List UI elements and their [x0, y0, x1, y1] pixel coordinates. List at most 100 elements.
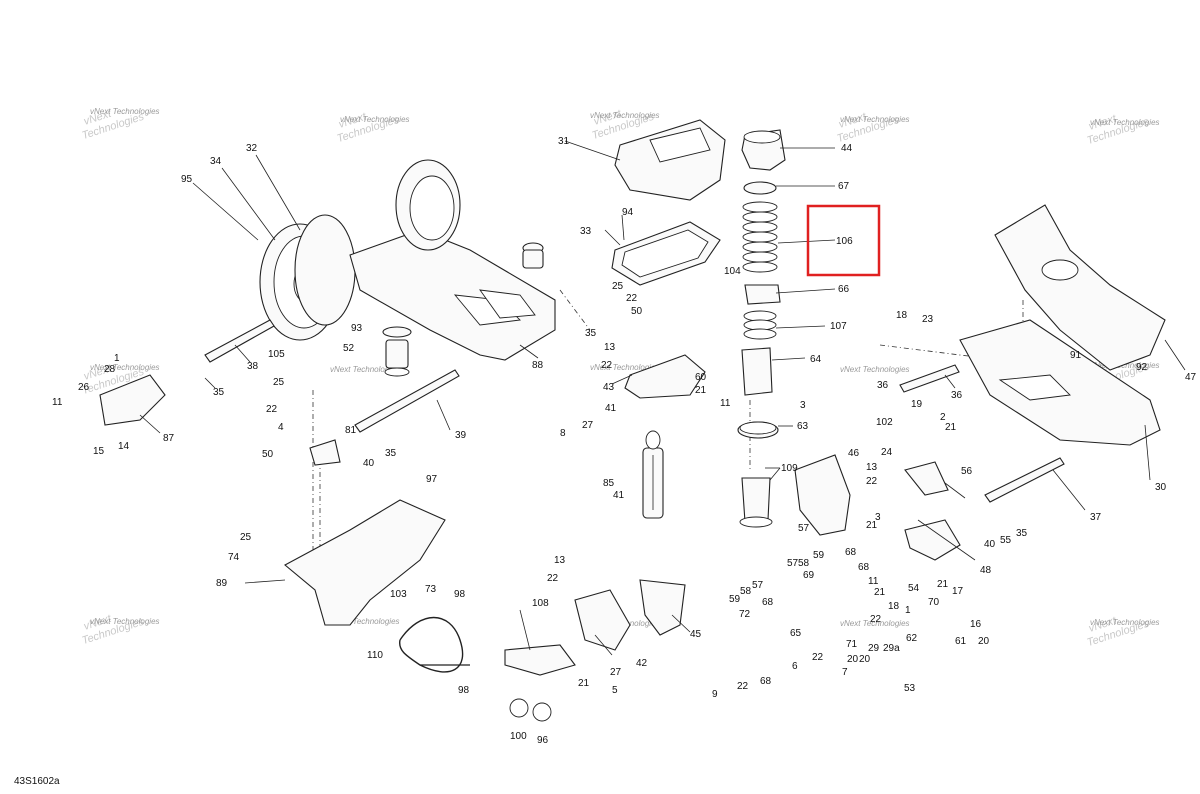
part-label: 98 — [454, 589, 466, 600]
part-label: 92 — [1136, 362, 1148, 373]
part-label: 21 — [578, 678, 590, 689]
part-label: 20 — [847, 654, 859, 665]
part-label: 17 — [952, 586, 964, 597]
part-label: 50 — [631, 306, 643, 317]
watermark-small: vNext Technologies — [90, 617, 160, 626]
reservoir-cap — [614, 119, 726, 201]
watermark-small: vNext Technologies — [1090, 361, 1160, 370]
gasket — [611, 221, 721, 286]
part-label: 54 — [908, 583, 920, 594]
part-label: 63 — [797, 421, 809, 432]
spring-106 — [742, 201, 778, 273]
part-label: 19 — [911, 399, 923, 410]
part-label: 40 — [363, 458, 375, 469]
part-label: 41 — [605, 403, 617, 414]
part-label: 50 — [262, 449, 274, 460]
bracket-48 — [904, 519, 961, 561]
spring-assembly — [737, 129, 786, 528]
watermark: vNext Technologies — [81, 107, 146, 142]
part-label: 21 — [874, 587, 886, 598]
left-hub — [99, 374, 166, 426]
part-label: 36 — [951, 390, 963, 401]
axle-38 — [204, 319, 275, 363]
wire-harness — [398, 616, 470, 673]
part-label: 3 — [875, 512, 881, 523]
part-label: 13 — [866, 462, 878, 473]
part-label: 25 — [273, 377, 285, 388]
part-label: 24 — [881, 447, 893, 458]
part-label: 57 — [752, 580, 764, 591]
part-label: 16 — [970, 619, 982, 630]
bracket-43 — [624, 354, 706, 399]
part-label: 11 — [720, 398, 731, 409]
part-label: 7 — [842, 667, 848, 678]
part-label: 15 — [93, 446, 105, 457]
part-label: 64 — [810, 354, 822, 365]
part-label: 35 — [1016, 528, 1028, 539]
part-label: 48 — [980, 565, 992, 576]
shock-absorber — [642, 430, 664, 519]
watermark-small: vNext Technologies — [840, 115, 910, 124]
part-label: 43 — [603, 382, 615, 393]
part-label: 35 — [385, 448, 397, 459]
part-label: 67 — [838, 181, 850, 192]
watermark-small: vNext Technologies — [590, 111, 660, 120]
part-label: 68 — [760, 676, 772, 687]
part-label: 13 — [604, 342, 616, 353]
part-label: 87 — [163, 433, 175, 444]
part-label: 36 — [877, 380, 889, 391]
part-label: 1 — [114, 353, 120, 364]
part-label: 22 — [601, 360, 613, 371]
parts — [99, 119, 1166, 722]
part-label: 22 — [547, 573, 559, 584]
part-label: 58 — [798, 558, 810, 569]
right-swing-arm — [959, 319, 1161, 446]
part-label: 88 — [532, 360, 544, 371]
part-label: 14 — [118, 441, 130, 452]
leader-lines — [139, 140, 1186, 656]
part-labels: 32 34 95 31 94 33 44 67 106 66 107 64 63… — [52, 136, 1197, 746]
part-label: 13 — [554, 555, 566, 566]
part-label: 1 — [905, 605, 911, 616]
part-label: 4 — [278, 422, 284, 433]
part-label: 27 — [610, 667, 622, 678]
part-label: 47 — [1185, 372, 1197, 383]
part-label: 29a — [883, 643, 900, 654]
part-label: 85 — [603, 478, 615, 489]
part-label: 94 — [622, 207, 634, 218]
part-label: 30 — [1155, 482, 1167, 493]
watermark-small: vNext Technologies — [330, 365, 400, 374]
axle-37 — [984, 457, 1065, 503]
part-label-highlighted[interactable]: 106 — [836, 236, 853, 247]
left-side-cover — [259, 214, 356, 341]
part-label: 95 — [181, 174, 193, 185]
part-label: 3 — [800, 400, 806, 411]
part-label: 65 — [790, 628, 802, 639]
part-label: 22 — [812, 652, 824, 663]
part-label: 35 — [585, 328, 597, 339]
part-label: 53 — [904, 683, 916, 694]
part-label: 38 — [247, 361, 259, 372]
actuator — [504, 644, 576, 676]
axle-36 — [899, 364, 960, 393]
center-stack — [382, 326, 412, 377]
part-label: 22 — [866, 476, 878, 487]
part-label: 68 — [858, 562, 870, 573]
bracket-109 — [794, 454, 851, 536]
part-label: 91 — [1070, 350, 1082, 361]
part-label: 52 — [343, 343, 355, 354]
part-label: 61 — [955, 636, 967, 647]
part-label: 20 — [978, 636, 990, 647]
part-label: 71 — [846, 639, 858, 650]
part-label: 97 — [426, 474, 438, 485]
part-label: 46 — [848, 448, 860, 459]
drawing-code: 43S1602a — [14, 776, 60, 787]
part-label: 93 — [351, 323, 363, 334]
seat — [994, 204, 1166, 371]
part-label: 22 — [626, 293, 638, 304]
part-label: 31 — [558, 136, 570, 147]
part-label: 9 — [712, 689, 718, 700]
watermark-small: vNext Technologies — [840, 619, 910, 628]
part-label: 68 — [845, 547, 857, 558]
